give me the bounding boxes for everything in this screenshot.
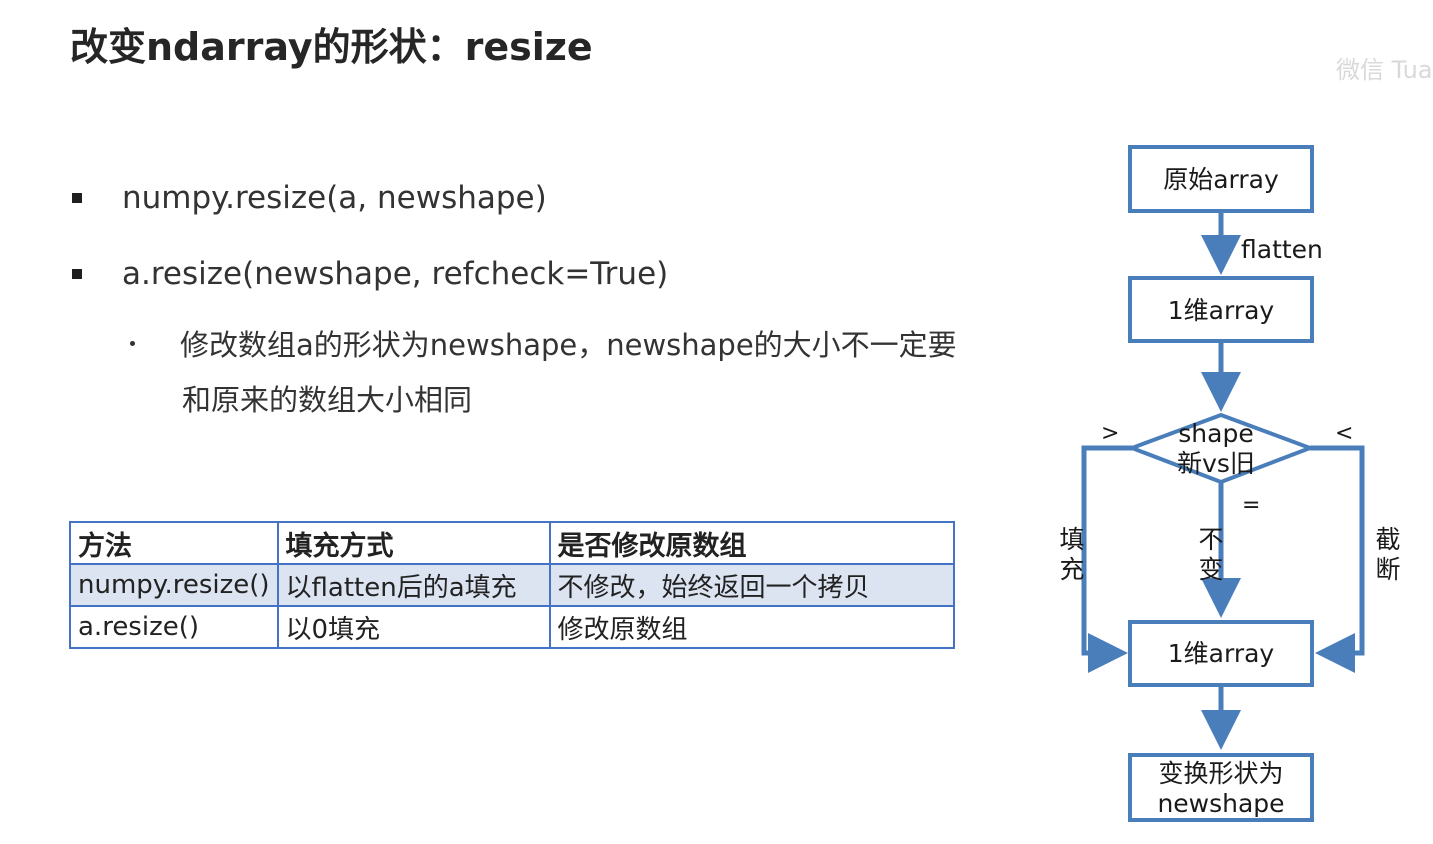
table-row: numpy.resize() 以flatten后的a填充 不修改，始终返回一个拷… [69, 563, 956, 607]
bullet-item-array-resize: a.resize(newshape, refcheck=True) [72, 256, 668, 292]
flow-decision-label-line1: shape [1178, 419, 1253, 448]
flow-box-1d-bottom-label: 1维array [1168, 639, 1275, 668]
flow-box-original-label: 原始array [1163, 165, 1279, 194]
flow-unchanged-label-2: 变 [1198, 555, 1223, 584]
table-cell: 不修改，始终返回一个拷贝 [548, 563, 956, 607]
sub-bullet-text: 修改数组a的形状为newshape，newshape的大小不一定要 [180, 328, 957, 362]
table-cell: 修改原数组 [548, 605, 956, 649]
flow-eq-label: = [1242, 493, 1260, 518]
bullet-text: a.resize(newshape, refcheck=True) [122, 256, 669, 292]
flow-box-original [1128, 145, 1314, 213]
flow-truncate-label-1: 截 [1375, 525, 1400, 554]
resize-comparison-table: 方法 填充方式 是否修改原数组 numpy.resize() 以flatten后… [69, 521, 956, 649]
flow-box-final [1128, 753, 1314, 822]
bullet-dot-icon [130, 340, 135, 346]
table-cell: 以flatten后的a填充 [276, 563, 551, 607]
flow-edge-flatten-label: flatten [1241, 235, 1323, 264]
bullet-square-icon [72, 269, 82, 279]
flow-unchanged-label-1: 不 [1198, 525, 1223, 554]
flow-arrow-truncate-branch [1310, 445, 1365, 673]
table-header-row: 方法 填充方式 是否修改原数组 [69, 521, 956, 565]
table-header-cell: 填充方式 [276, 521, 551, 565]
table-cell: numpy.resize() [69, 563, 279, 607]
bullet-item-numpy-resize: numpy.resize(a, newshape) [72, 180, 547, 216]
flow-decision-label-line2: 新vs旧 [1177, 449, 1255, 478]
table-row: a.resize() 以0填充 修改原数组 [69, 605, 956, 649]
resize-flowchart: 原始array flatten 1维array shape 新vs旧 > 填 充… [1059, 145, 1401, 822]
flow-box-1d-bottom [1128, 620, 1314, 687]
flow-box-final-label-1: 变换形状为 [1158, 759, 1283, 788]
flow-box-final-label-2: newshape [1157, 789, 1284, 818]
flow-pad-label-1: 填 [1059, 525, 1084, 554]
bullet-text: numpy.resize(a, newshape) [122, 180, 547, 216]
flow-gt-label: > [1101, 421, 1119, 446]
flow-truncate-label-2: 断 [1375, 555, 1400, 584]
watermark: 微信 Tua [1336, 56, 1433, 84]
flow-arrow-pad-branch [1081, 445, 1132, 673]
flow-pad-label-2: 充 [1059, 555, 1084, 584]
flow-box-1d-top-label: 1维array [1168, 296, 1275, 325]
table-header-cell: 方法 [69, 521, 279, 565]
table-header-cell: 是否修改原数组 [548, 521, 956, 565]
sub-bullet-line-2: 和原来的数组大小相同 [182, 383, 473, 417]
bullet-square-icon [72, 193, 82, 203]
flow-box-1d-top [1128, 276, 1314, 343]
page-title: 改变ndarray的形状：resize [70, 25, 593, 69]
table-cell: a.resize() [69, 605, 279, 649]
sub-bullet-line-1: 修改数组a的形状为newshape，newshape的大小不一定要 [130, 322, 957, 364]
table-cell: 以0填充 [276, 605, 551, 649]
flow-lt-label: < [1335, 421, 1353, 446]
